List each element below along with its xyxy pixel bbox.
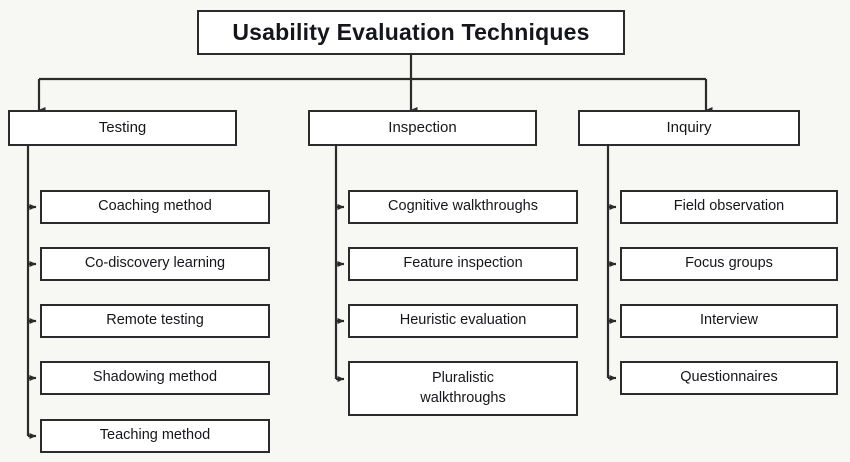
leaf-node-remote-testing: Remote testing	[40, 304, 270, 338]
branch-node-testing: Testing	[8, 110, 237, 146]
leaf-node-field-observation: Field observation	[620, 190, 838, 224]
leaf-node-focus-groups: Focus groups	[620, 247, 838, 281]
leaf-node-pluralistic-walkthroughs: Pluralistic walkthroughs	[348, 361, 578, 416]
branch-node-inspection: Inspection	[308, 110, 537, 146]
leaf-node-shadowing-method: Shadowing method	[40, 361, 270, 395]
root-node-usability-evaluation-techniques: Usability Evaluation Techniques	[197, 10, 625, 55]
branch-node-inquiry: Inquiry	[578, 110, 800, 146]
leaf-node-heuristic-evaluation: Heuristic evaluation	[348, 304, 578, 338]
leaf-node-teaching-method: Teaching method	[40, 419, 270, 453]
leaf-node-feature-inspection: Feature inspection	[348, 247, 578, 281]
leaf-node-cognitive-walkthroughs: Cognitive walkthroughs	[348, 190, 578, 224]
leaf-node-questionnaires: Questionnaires	[620, 361, 838, 395]
leaf-node-co-discovery-learning: Co-discovery learning	[40, 247, 270, 281]
leaf-node-coaching-method: Coaching method	[40, 190, 270, 224]
leaf-node-interview: Interview	[620, 304, 838, 338]
